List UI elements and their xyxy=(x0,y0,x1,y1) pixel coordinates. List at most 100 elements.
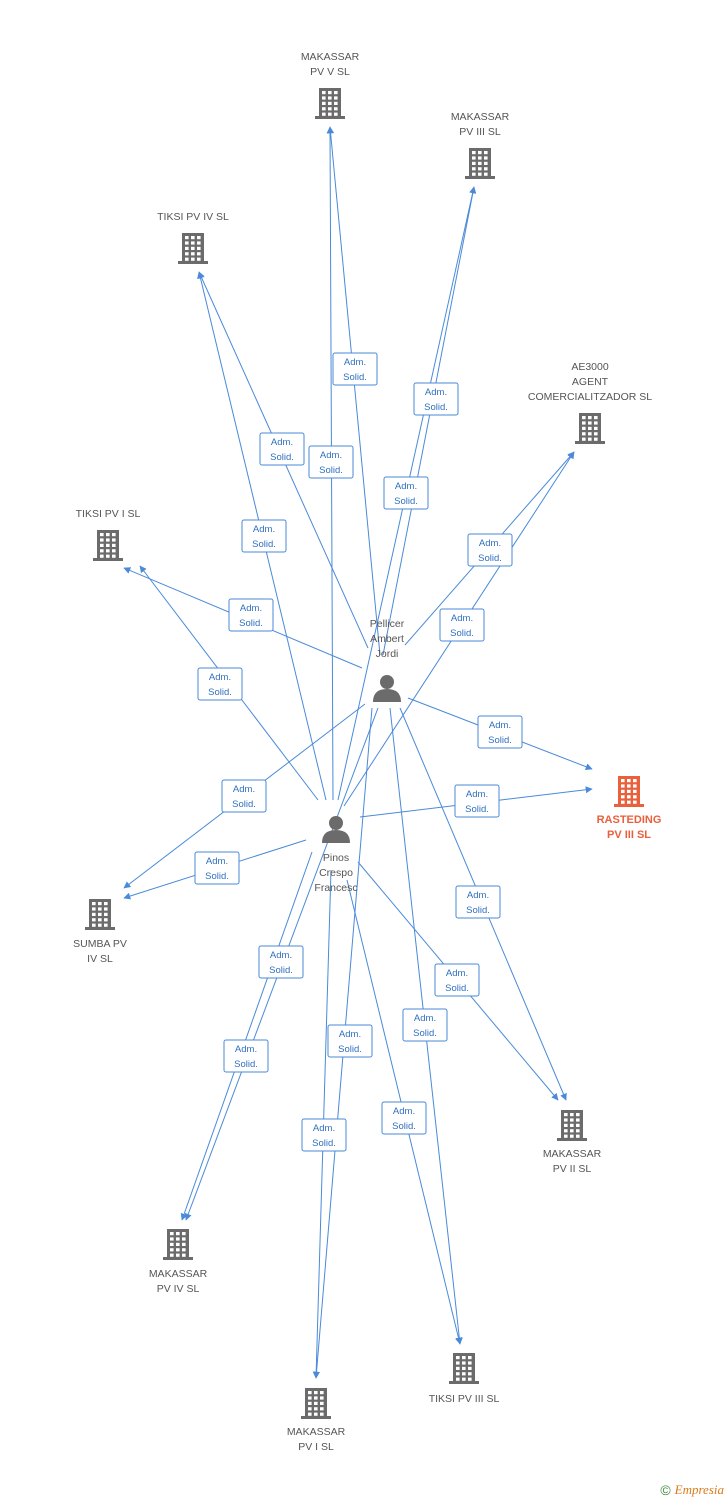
edge-label-box xyxy=(381,1101,427,1135)
edge-label-pinos-to-tiksi_iv: Adm.Solid. xyxy=(241,519,287,553)
edge-label-pinos-to-makassar_ii: Adm.Solid. xyxy=(434,963,480,997)
edge-label-box xyxy=(383,476,429,510)
node-label: MAKASSAR xyxy=(301,51,360,63)
edge-label-text: Adm. xyxy=(489,720,511,731)
edge-label-pellicer-to-makassar_i: Adm. Solid. xyxy=(327,1024,373,1058)
edge-label-box xyxy=(258,945,304,979)
edge-label-pinos-to-makassar_i: Adm.Solid. xyxy=(301,1118,347,1152)
edge-pellicer-to-makassar_iii xyxy=(382,186,477,656)
edge-label-text: Solid. xyxy=(424,402,448,413)
node-makassar-v[interactable]: MAKASSAR PV V SL xyxy=(301,51,360,119)
edge-label-box xyxy=(259,432,305,466)
edge-label-text: Solid. xyxy=(205,871,229,882)
edge-label-text: Adm. xyxy=(206,856,228,867)
node-tiksi-i[interactable]: TIKSI PV I SL xyxy=(76,508,141,561)
footer-brand: © Empresia xyxy=(660,1482,724,1498)
node-label: MAKASSAR xyxy=(287,1426,346,1438)
edge-label-text: Solid. xyxy=(269,965,293,976)
node-label: Ambert xyxy=(370,633,404,645)
edge-label-pellicer-to-sumba_iv: Adm.Solid. xyxy=(221,779,267,813)
edge-label-text: Adm. xyxy=(313,1123,335,1134)
edge-label-text: Solid. xyxy=(343,372,367,383)
edge-label-text: Solid. xyxy=(465,804,489,815)
edge-label-text: Adm. xyxy=(451,613,473,624)
edge-label-text: Adm. xyxy=(466,789,488,800)
edge-label-pinos-to-ae3000: Adm.Solid. xyxy=(439,608,485,642)
building-icon xyxy=(93,530,123,561)
node-label: Jordi xyxy=(376,648,399,660)
edge-label-text: Adm. xyxy=(467,890,489,901)
edge-label-text: Solid. xyxy=(392,1121,416,1132)
node-label: COMERCIALITZADOR SL xyxy=(528,391,652,403)
building-icon xyxy=(557,1110,587,1141)
node-tiksi-iii[interactable]: TIKSI PV III SL xyxy=(429,1353,500,1405)
edge-label-box xyxy=(439,608,485,642)
node-makassar-i[interactable]: MAKASSAR PV I SL xyxy=(287,1388,346,1453)
edge-label-text: Solid. xyxy=(488,735,512,746)
node-label: RASTEDING xyxy=(597,814,662,826)
building-icon xyxy=(614,776,644,807)
edge-label-text: Solid. xyxy=(239,618,263,629)
edge-label-pellicer-to-makassar_ii: Adm. Solid. xyxy=(455,885,501,919)
edge-labels-layer: Adm. Solid. Adm. Solid. Adm. Solid. Adm. Solid.… xyxy=(194,352,523,1152)
edge-label-box xyxy=(241,519,287,553)
node-tiksi-iv[interactable]: TIKSI PV IV SL xyxy=(157,211,229,264)
edge-label-pellicer-to-makassar_iv: Adm.Solid. xyxy=(258,945,304,979)
edge-label-box xyxy=(221,779,267,813)
edge-label-pellicer-to-rasteding: Adm. Solid. xyxy=(477,715,523,749)
edge-label-text: Solid. xyxy=(394,496,418,507)
edge-label-box xyxy=(434,963,480,997)
person-icon xyxy=(373,675,401,702)
building-icon xyxy=(575,413,605,444)
building-icon xyxy=(449,1353,479,1384)
edge-label-text: Adm. xyxy=(339,1029,361,1040)
node-makassar-iii[interactable]: MAKASSAR PV III SL xyxy=(451,111,510,179)
edge-label-text: Solid. xyxy=(270,452,294,463)
edge-label-text: Adm. xyxy=(414,1013,436,1024)
edge-label-text: Solid. xyxy=(478,553,502,564)
edge-label-text: Adm. xyxy=(320,450,342,461)
edge-label-pellicer-to-tiksi_iii: Adm. Solid. xyxy=(402,1008,448,1042)
edge-label-pinos-to-sumba_iv: Adm. Solid. xyxy=(194,851,240,885)
node-label: AGENT xyxy=(572,376,609,388)
node-label: TIKSI PV IV SL xyxy=(157,211,229,223)
edge-pinos-to-makassar_iv xyxy=(180,851,313,1221)
edge-label-box xyxy=(228,598,274,632)
edge-label-text: Adm. xyxy=(393,1106,415,1117)
node-label: MAKASSAR xyxy=(451,111,510,123)
edge-label-pellicer-to-makassar_v: Adm.Solid. xyxy=(332,352,378,386)
node-label: PV V SL xyxy=(310,66,350,78)
edge-label-pinos-to-tiksi_iii: Adm. Solid. xyxy=(381,1101,427,1135)
edge-label-text: Solid. xyxy=(338,1044,362,1055)
node-label: PV I SL xyxy=(298,1441,334,1453)
edge-label-text: Solid. xyxy=(319,465,343,476)
building-icon xyxy=(301,1388,331,1419)
node-label: PV III SL xyxy=(607,829,651,841)
building-icon xyxy=(85,899,115,930)
edge-label-text: Solid. xyxy=(413,1028,437,1039)
edge-label-text: Adm. xyxy=(425,387,447,398)
node-label: Pinos xyxy=(323,852,349,864)
node-label: PV II SL xyxy=(553,1163,592,1175)
edge-label-text: Solid. xyxy=(466,905,490,916)
node-label: TIKSI PV III SL xyxy=(429,1393,500,1405)
node-rasteding[interactable]: RASTEDING PV III SL xyxy=(597,776,662,841)
edge-label-box xyxy=(301,1118,347,1152)
edge-label-box xyxy=(402,1008,448,1042)
edge-label-text: Solid. xyxy=(208,687,232,698)
edges-layer xyxy=(123,126,593,1379)
edge-label-box xyxy=(194,851,240,885)
edge-label-text: Solid. xyxy=(232,799,256,810)
node-label: PV III SL xyxy=(459,126,501,138)
edge-label-box xyxy=(332,352,378,386)
copyright-symbol: © xyxy=(660,1482,671,1498)
edge-label-pellicer-to-tiksi_i: Adm.Solid. xyxy=(228,598,274,632)
edge-label-pellicer-to-ae3000: Adm.Solid. xyxy=(467,533,513,567)
